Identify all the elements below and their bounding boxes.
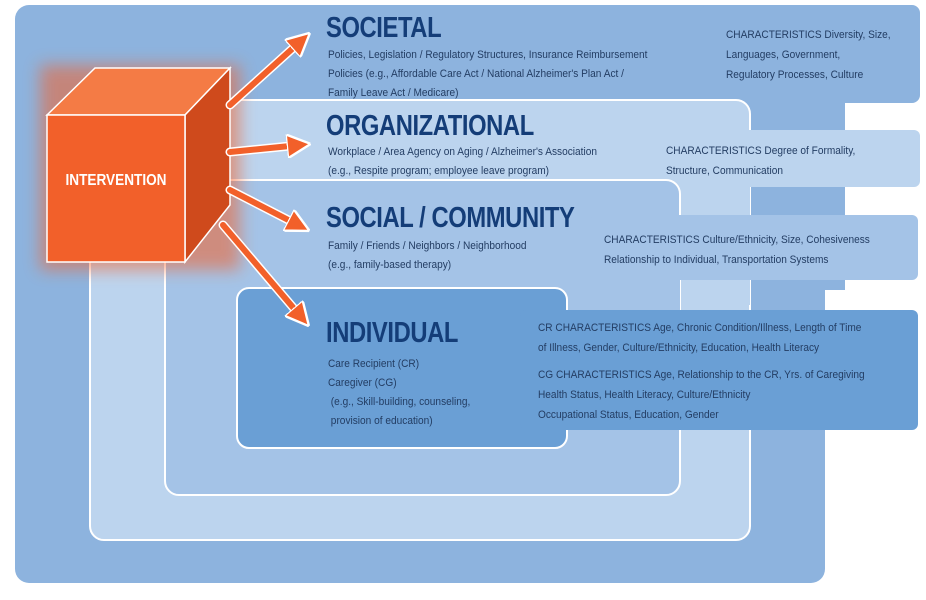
organizational-title: ORGANIZATIONAL	[326, 110, 534, 142]
characteristics-line: CG CHARACTERISTICS Age, Relationship to …	[538, 369, 865, 381]
characteristics-line: Regulatory Processes, Culture	[726, 69, 864, 81]
description-line: Workplace / Area Agency on Aging / Alzhe…	[328, 146, 597, 158]
description-line: Care Recipient (CR)	[328, 358, 420, 370]
description-line: provision of education)	[328, 415, 433, 427]
individual-cg-characteristics: CG CHARACTERISTICS Age, Relationship to …	[538, 365, 865, 425]
organizational-characteristics: CHARACTERISTICS Degree of Formality, Str…	[666, 141, 855, 181]
individual-cr-characteristics: CR CHARACTERISTICS Age, Chronic Conditio…	[538, 318, 861, 358]
arrows	[218, 40, 302, 318]
societal-description: Policies, Legislation / Regulatory Struc…	[328, 46, 647, 103]
societal-title: SOCIETAL	[326, 12, 442, 44]
description-line: (e.g., family-based therapy)	[328, 259, 452, 271]
description-line: Caregiver (CG)	[328, 377, 397, 389]
description-line: Family Leave Act / Medicare)	[328, 87, 459, 99]
characteristics-line: CHARACTERISTICS Diversity, Size,	[726, 29, 891, 41]
characteristics-line: Occupational Status, Education, Gender	[538, 409, 719, 421]
characteristics-line: Relationship to Individual, Transportati…	[604, 254, 829, 266]
description-line: Policies, Legislation / Regulatory Struc…	[328, 49, 648, 61]
societal-characteristics: CHARACTERISTICS Diversity, Size, Languag…	[726, 25, 891, 85]
description-line: Policies (e.g., Affordable Care Act / Na…	[328, 68, 624, 80]
intervention-cube	[40, 65, 240, 270]
arrow-societal	[225, 40, 302, 110]
characteristics-line: of Illness, Gender, Culture/Ethnicity, E…	[538, 342, 820, 354]
characteristics-line: CHARACTERISTICS Culture/Ethnicity, Size,…	[604, 234, 870, 246]
characteristics-line: Structure, Communication	[666, 165, 783, 177]
intervention-label: INTERVENTION	[65, 172, 167, 189]
social-community-description: Family / Friends / Neighbors / Neighborh…	[328, 237, 527, 275]
individual-description: Care Recipient (CR) Caregiver (CG) (e.g.…	[328, 355, 470, 431]
social-community-title: SOCIAL / COMMUNITY	[326, 202, 575, 234]
arrow-organizational	[225, 145, 300, 152]
description-line: (e.g., Skill-building, counseling,	[328, 396, 471, 408]
description-line: Family / Friends / Neighbors / Neighborh…	[328, 240, 527, 252]
characteristics-line: Health Status, Health Literacy, Culture/…	[538, 389, 751, 401]
individual-layer	[236, 287, 918, 449]
individual-title: INDIVIDUAL	[326, 317, 458, 349]
description-line: (e.g., Respite program; employee leave p…	[328, 165, 550, 177]
characteristics-line: CHARACTERISTICS Degree of Formality,	[666, 145, 856, 157]
organizational-description: Workplace / Area Agency on Aging / Alzhe…	[328, 143, 597, 181]
arrow-social	[225, 185, 300, 226]
characteristics-line: CR CHARACTERISTICS Age, Chronic Conditio…	[538, 322, 862, 334]
characteristics-line: Languages, Government,	[726, 49, 841, 61]
arrow-individual	[218, 220, 302, 318]
social-community-characteristics: CHARACTERISTICS Culture/Ethnicity, Size,…	[604, 230, 870, 270]
